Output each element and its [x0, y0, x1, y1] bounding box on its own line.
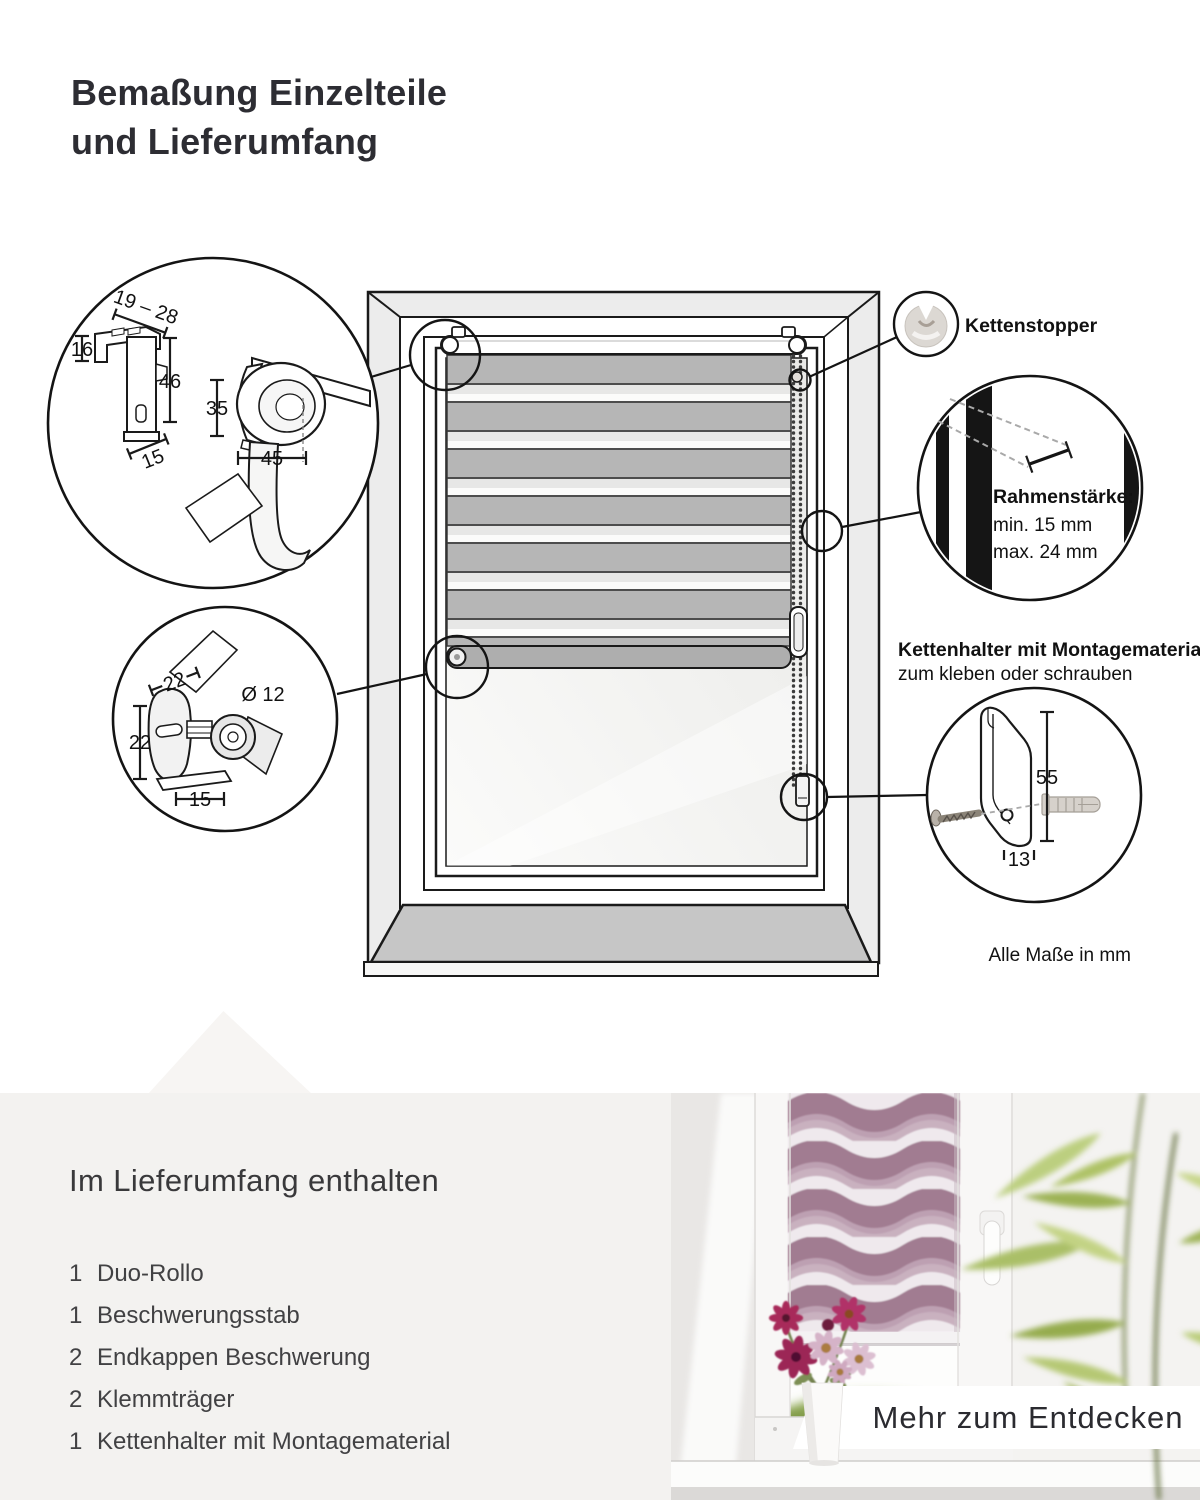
delivery-heading: Im Lieferumfang enthalten [69, 1163, 440, 1198]
kettenhalter-subtitle: zum kleben oder schrauben [898, 664, 1132, 685]
detail-circle-kettenstopper: Kettenstopper [892, 290, 1098, 358]
item-quantity: 1 [69, 1428, 83, 1455]
window-illustration [363, 290, 881, 977]
detail-circle-rahmenstaerke: Rahmenstärke: min. 15 mm max. 24 mm [916, 374, 1144, 602]
detail-circle-kettenhalter: 55 13 [925, 686, 1143, 904]
dim-endcap-height: 22 [129, 732, 151, 754]
detail-circle-klemmtraeger: 19 – 28 16 46 15 35 45 [46, 256, 380, 590]
marker-kettenstopper [788, 368, 812, 392]
promo-banner-label[interactable]: Mehr zum Entdecken [873, 1400, 1184, 1435]
marker-endkappe [424, 634, 490, 700]
item-quantity: 2 [69, 1344, 83, 1371]
kettenhalter-title: Kettenhalter mit Montagematerial [898, 639, 1200, 661]
rahmenstaerke-max: max. 24 mm [993, 542, 1098, 563]
units-note: Alle Maße in mm [988, 945, 1131, 966]
list-item: 2 Endkappen Beschwerung [69, 1337, 451, 1379]
item-label: Duo-Rollo [97, 1260, 204, 1287]
decorative-peak [148, 1011, 312, 1094]
rahmenstaerke-min: min. 15 mm [993, 515, 1092, 536]
klemmtraeger-left [451, 326, 466, 338]
marker-bracket [408, 318, 482, 392]
kettenhalter-on-window [795, 775, 810, 807]
title-line-2: und Lieferumfang [71, 121, 379, 162]
photo-vase [801, 1382, 844, 1466]
callout-lines [336, 335, 928, 799]
rahmenstaerke-title: Rahmenstärke: [993, 486, 1134, 508]
dim-endcap-diameter: Ø 12 [241, 684, 284, 706]
kettenstopper-on-chain [791, 371, 803, 383]
page-title: Bemaßung Einzelteile und Lieferumfang [71, 68, 447, 166]
item-quantity: 1 [69, 1260, 83, 1287]
dim-bracket-height: 46 [159, 371, 181, 393]
kettenstopper-label: Kettenstopper [965, 315, 1098, 337]
item-label: Kettenhalter mit Montagematerial [97, 1428, 451, 1455]
detail-circle-endkappe: 22 Ø 12 22 15 [111, 605, 339, 833]
dim-endcap-foot: 15 [189, 789, 211, 811]
headrail [440, 335, 807, 355]
photo-window-handle [979, 1210, 1005, 1286]
product-photo: Mehr zum Entdecken [671, 1092, 1200, 1500]
title-line-1: Bemaßung Einzelteile [71, 72, 448, 113]
item-quantity: 2 [69, 1386, 83, 1413]
klemmtraeger-right [781, 326, 796, 338]
dim-kettenhalter-height: 55 [1036, 767, 1058, 789]
dimension-diagram: 19 – 28 16 46 15 35 45 [46, 256, 1200, 977]
photo-duo-rollo [788, 1093, 960, 1332]
list-item: 1 Duo-Rollo [69, 1253, 451, 1295]
weight-bar [446, 645, 792, 669]
item-label: Klemmträger [97, 1386, 235, 1413]
list-item: 1 Beschwerungsstab [69, 1295, 451, 1337]
list-item: 1 Kettenhalter mit Montagematerial [69, 1421, 451, 1463]
dim-kettenhalter-width: 13 [1008, 849, 1030, 871]
marker-frame [800, 509, 844, 553]
window-sill [368, 903, 873, 964]
photo-sill [671, 1461, 1200, 1487]
promo-banner[interactable] [793, 1386, 1200, 1449]
duo-rollo-fabric [446, 353, 792, 647]
item-label: Beschwerungsstab [97, 1302, 300, 1329]
dim-bracket-depth: 16 [71, 339, 93, 361]
list-item: 2 Klemmträger [69, 1379, 451, 1421]
item-label: Endkappen Beschwerung [97, 1344, 371, 1371]
dim-mechanism-width: 45 [261, 448, 283, 470]
item-quantity: 1 [69, 1302, 83, 1329]
dim-mechanism-height: 35 [206, 398, 228, 420]
